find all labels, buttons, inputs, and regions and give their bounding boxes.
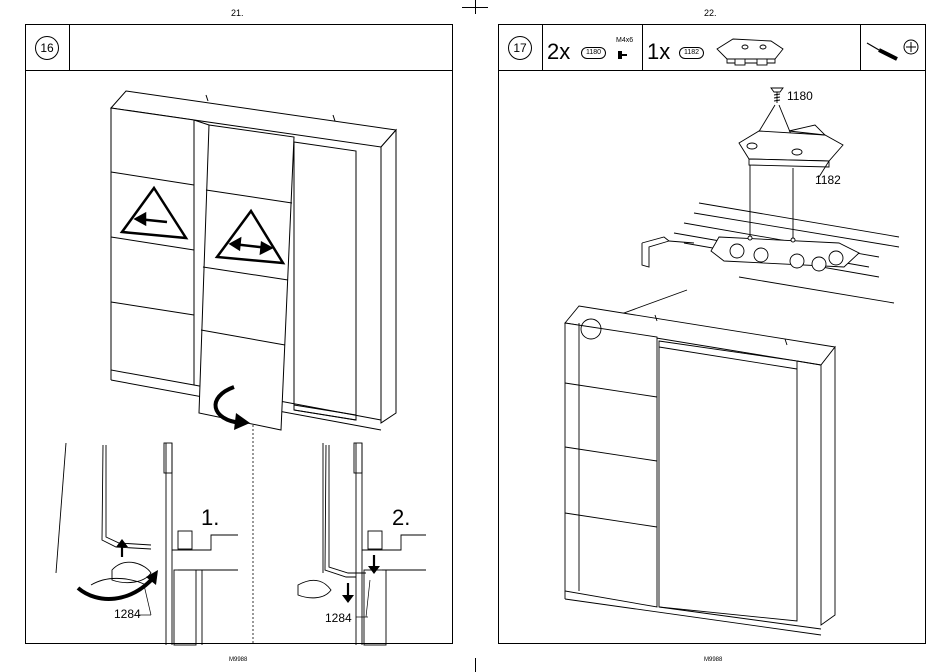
step-17-panel: 17 2x 1180 M4x6 1x 1182	[498, 24, 926, 644]
part-label-1284-b: 1284	[325, 611, 352, 625]
callout-label-1182: 1182	[815, 173, 841, 187]
footer-code-right: M9988	[704, 657, 722, 663]
down-arrow-2-icon	[342, 583, 354, 603]
part-label-1284-a: 1284	[114, 607, 141, 621]
crop-mark-bottom	[475, 658, 476, 672]
substep-2-label: 2.	[392, 505, 410, 531]
wardrobe-door-removal-illustration	[26, 25, 454, 645]
substep-1-label: 1.	[201, 505, 219, 531]
down-arrow-icon	[368, 555, 380, 574]
page-number-left: 21.	[231, 8, 244, 18]
footer-code-left: M9988	[229, 657, 247, 663]
wardrobe-roller-mounting-illustration	[499, 25, 927, 645]
page-number-right: 22.	[704, 8, 717, 18]
step-16-panel: 16	[25, 24, 453, 644]
callout-label-1180: 1180	[787, 89, 813, 103]
crop-mark-top-h	[462, 7, 488, 8]
screw-1180-icon	[771, 88, 783, 103]
